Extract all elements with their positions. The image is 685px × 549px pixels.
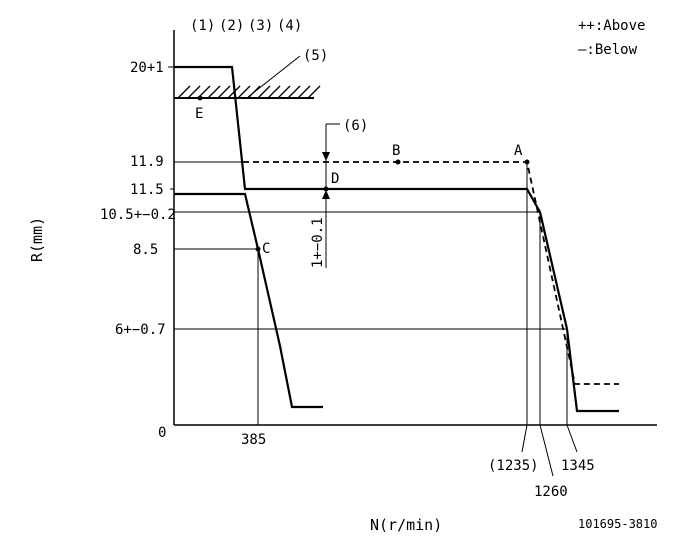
x-axis-label: N(r/min): [370, 516, 442, 534]
leader-1235: [521, 424, 528, 453]
x-tick-1235: (1235): [488, 458, 539, 474]
callout-6: (6): [343, 118, 368, 134]
callout-5: (5): [303, 48, 328, 64]
callout-4: (4): [277, 18, 302, 34]
hatch-mark: [297, 85, 311, 99]
leader-1260: [539, 424, 554, 477]
tolerance-arrow-up: [322, 190, 330, 199]
point-a-marker: [524, 159, 530, 165]
hatch-mark: [177, 85, 191, 99]
characteristic-curve-lower: [174, 192, 323, 409]
point-d-label: D: [331, 171, 339, 187]
hatch-mark: [257, 85, 271, 99]
characteristic-curve-main: [174, 65, 619, 413]
point-b-label: B: [392, 143, 400, 159]
point-e-marker: [197, 95, 203, 101]
callout-1: (1): [190, 18, 215, 34]
y-tick-20: 20+1: [130, 60, 164, 76]
tolerance-arrow-down: [322, 152, 330, 161]
callout-3: (3): [248, 18, 273, 34]
y-axis-label: R(mm): [28, 217, 46, 262]
leader-1345: [566, 424, 578, 453]
legend-above: ++:Above: [578, 18, 645, 34]
hatch-mark: [237, 85, 251, 99]
legend-below: —:Below: [578, 42, 638, 58]
hatch-mark: [207, 85, 221, 99]
x-tick-1260: 1260: [534, 484, 568, 500]
hatch-mark: [307, 85, 321, 99]
point-b-marker: [395, 159, 401, 165]
y-tick-6: 6+−0.7: [115, 322, 166, 338]
leader-5: [247, 55, 301, 98]
hatch-mark: [187, 85, 201, 99]
tolerance-label: 1+−0.1: [310, 217, 326, 268]
figure-code: 101695-3810: [578, 517, 657, 531]
characteristic-curve-above: [243, 161, 619, 385]
x-tick-1345: 1345: [561, 458, 595, 474]
point-c-label: C: [262, 241, 270, 257]
y-tick-10-5: 10.5+−0.2: [100, 207, 176, 223]
y-tick-11-9: 11.9: [130, 154, 164, 170]
hatch-mark: [277, 85, 291, 99]
y-tick-0: 0: [158, 425, 166, 441]
hatch-mark: [267, 85, 281, 99]
hatch-mark: [217, 85, 231, 99]
stopper-hatch: [177, 85, 321, 99]
point-e-label: E: [195, 106, 203, 122]
callout-2: (2): [219, 18, 244, 34]
y-tick-11-5: 11.5: [130, 182, 164, 198]
y-tick-8-5: 8.5: [133, 242, 158, 258]
hatch-mark: [287, 85, 301, 99]
x-tick-385: 385: [241, 432, 266, 448]
point-a-label: A: [514, 143, 523, 159]
point-c-marker: [255, 246, 261, 252]
